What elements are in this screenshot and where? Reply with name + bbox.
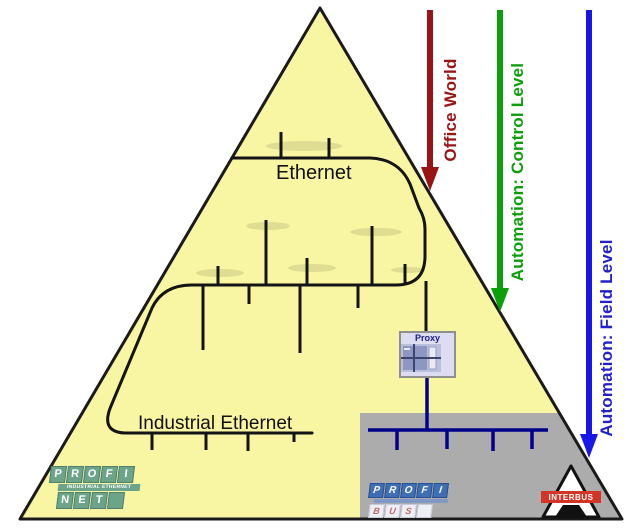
logo-tile: E	[72, 492, 92, 509]
logo-tile: S	[400, 504, 417, 518]
profibus-band	[373, 499, 449, 503]
icon-shadows	[196, 141, 425, 277]
interbus-logo: INTERBUS	[540, 464, 602, 520]
control-level-arrow	[491, 10, 509, 312]
control-level-label: Automation: Control Level	[508, 62, 527, 282]
logo-tile: I	[116, 466, 136, 483]
ethernet-label: Ethernet	[276, 162, 352, 184]
logo-tile: O	[400, 483, 417, 498]
logo-tile: N	[55, 492, 75, 509]
logo-tile: T	[89, 492, 109, 509]
proxy-label: Proxy	[414, 333, 440, 343]
logo-tile: P	[48, 466, 68, 483]
pyramid-shape	[20, 8, 622, 519]
field-level-label: Automation: Field Level	[597, 239, 616, 437]
field-level-arrow	[580, 10, 598, 458]
ethernet-bus-line	[106, 156, 427, 435]
logo-tile: O	[82, 466, 102, 483]
logo-tile: I	[432, 483, 449, 498]
logo-tile: U	[384, 504, 401, 518]
logo-tile	[416, 504, 433, 518]
pyramid-outline	[18, 6, 624, 521]
industrial-ethernet-label: Industrial Ethernet	[138, 413, 293, 434]
profinet-band: INDUSTRIAL ETHERNET	[57, 484, 141, 491]
fieldbus-line	[368, 377, 548, 451]
logo-tile	[106, 492, 126, 509]
logo-tile: B	[368, 504, 385, 518]
office-world-arrow	[421, 10, 439, 191]
proxy-device-icon	[401, 344, 441, 372]
bus-connectors	[150, 132, 428, 451]
logo-tile: P	[368, 483, 385, 498]
office-world-label: Office World	[441, 58, 460, 162]
logo-tile: R	[384, 483, 401, 498]
interbus-label: INTERBUS	[549, 493, 594, 502]
logo-tile: F	[416, 483, 433, 498]
logo-tile: F	[99, 466, 119, 483]
logo-tile: R	[65, 466, 85, 483]
proxy-gateway-box: Proxy	[399, 331, 456, 378]
